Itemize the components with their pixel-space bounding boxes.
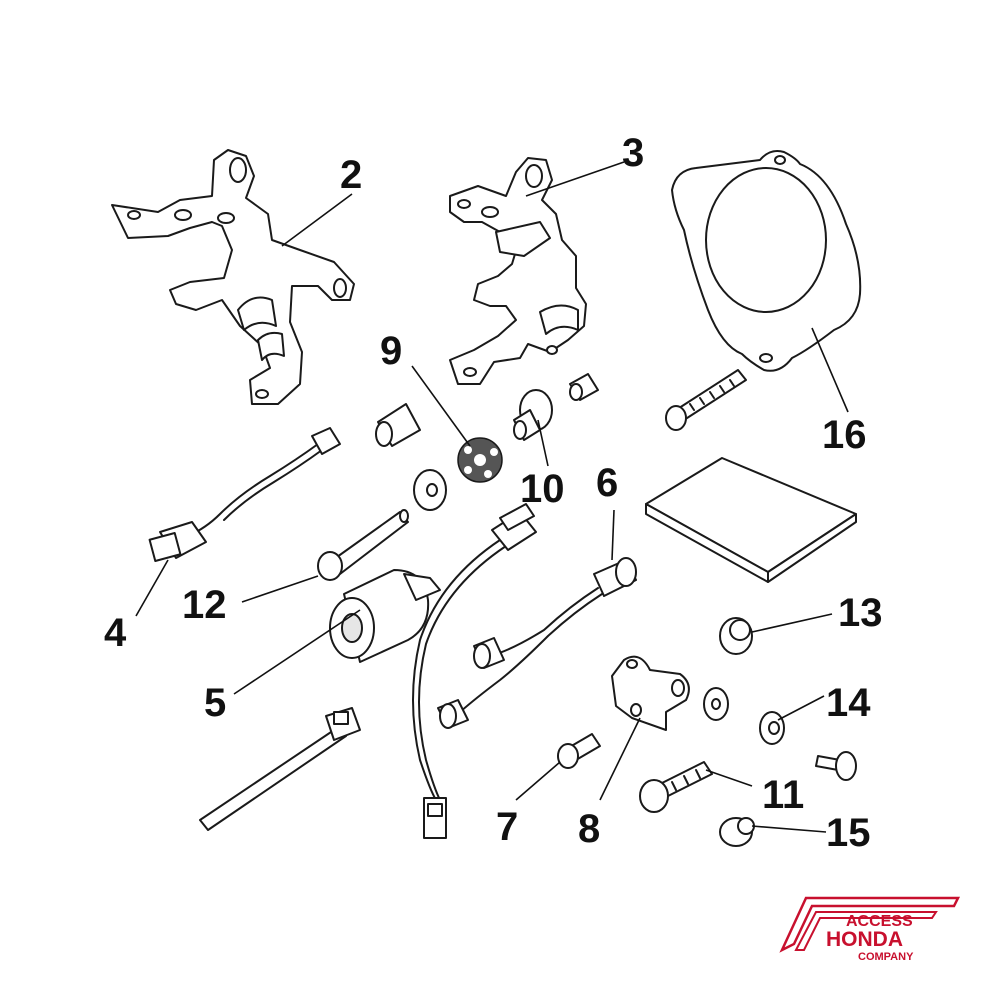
access-honda-logo: ACCESS HONDA COMPANY — [779, 896, 961, 963]
actuator-part-5 — [233, 569, 441, 695]
callout-10: 10 — [520, 467, 565, 511]
washer-middle — [703, 687, 729, 721]
bracket-part-2 — [111, 149, 355, 405]
washer-part-14 — [759, 695, 825, 745]
callout-7: 7 — [496, 805, 518, 849]
callout-8: 8 — [578, 807, 600, 851]
collar-sleeve — [375, 403, 421, 447]
washer-left — [413, 469, 447, 511]
small-bushing — [569, 373, 599, 401]
callout-2: 2 — [340, 153, 362, 197]
callout-14: 14 — [826, 681, 871, 725]
callout-12: 12 — [182, 583, 227, 627]
logo-line-1: ACCESS — [846, 913, 913, 930]
bracket-part-3 — [449, 157, 625, 385]
callout-4: 4 — [104, 611, 127, 655]
callout-5: 5 — [204, 681, 226, 725]
callout-13: 13 — [838, 591, 883, 635]
bracket-part-8 — [599, 655, 690, 801]
callout-11: 11 — [762, 773, 804, 817]
adhesive-pad — [645, 457, 857, 583]
logo-swoosh-outer — [779, 896, 961, 953]
damper-part-9 — [411, 365, 503, 483]
bolt-part-11 — [639, 761, 753, 813]
callout-15: 15 — [826, 811, 871, 855]
grommet-part-13 — [719, 613, 833, 655]
harness-long — [412, 503, 537, 839]
harness-part-6 — [437, 509, 637, 729]
logo-line-3: COMPANY — [858, 951, 914, 963]
callout-16: 16 — [822, 413, 867, 457]
bolt-part-12 — [241, 509, 409, 603]
clip-part-15 — [719, 817, 827, 847]
cable-tie — [199, 707, 361, 831]
screw-small — [815, 751, 857, 781]
callout-9: 9 — [380, 329, 402, 373]
logo-swoosh-inner — [794, 911, 938, 951]
gasket-part-16 — [671, 150, 862, 413]
logo-line-2: HONDA — [826, 928, 903, 951]
callout-6: 6 — [596, 461, 618, 505]
bushing-part-10 — [513, 389, 553, 467]
callout-3: 3 — [622, 131, 644, 175]
screw-part-7 — [515, 733, 601, 801]
screw-long — [665, 369, 747, 431]
harness-part-4 — [135, 427, 341, 617]
